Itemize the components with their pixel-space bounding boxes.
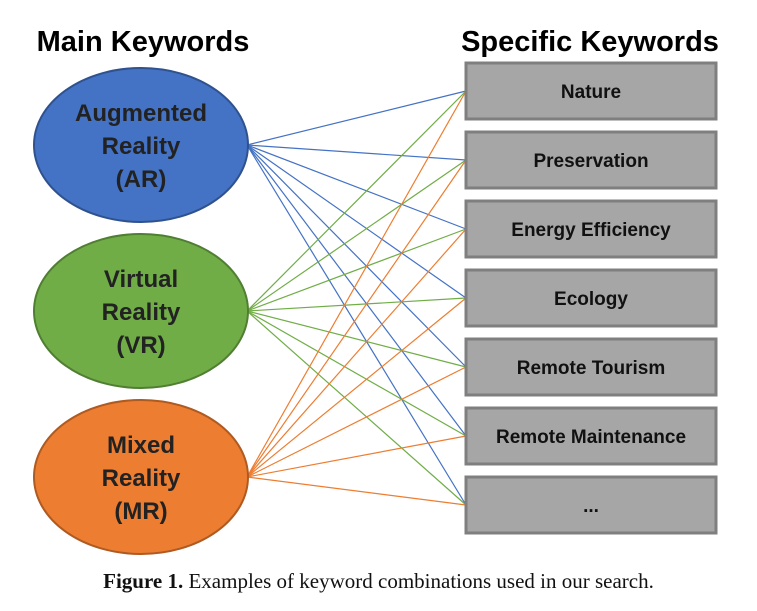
oval-label-mr-2: Reality [102,465,181,492]
connector-lines [246,90,467,506]
keyword-label-5: Remote Tourism [517,358,666,379]
oval-shape-ar [33,67,249,223]
keyword-box-shape-3 [464,199,718,259]
keyword-label-3: Energy Efficiency [511,220,671,241]
keyword-label-1: Nature [561,82,621,103]
main-keyword-ovals: AugmentedReality(AR)VirtualReality(VR)Mi… [33,67,249,555]
oval-label-mr-1: Mixed [107,432,175,459]
keyword-box-7: ... [464,475,718,535]
keyword-box-4: Ecology [464,268,718,328]
connector-vr-3 [246,228,467,312]
connector-ar-5 [246,144,467,368]
connector-vr-1 [246,90,467,312]
connector-vr-5 [246,310,467,368]
connector-mr-3 [246,228,467,478]
keyword-box-shape-5 [464,337,718,397]
keyword-box-2: Preservation [464,130,718,190]
keyword-box-shape-6 [464,406,718,466]
main-keywords-heading: Main Keywords [37,26,250,58]
connector-mr-5 [246,366,467,478]
caption-label: Figure 1. [103,569,184,593]
oval-label-ar-3: (AR) [116,166,167,193]
keyword-label-4: Ecology [554,289,628,310]
keyword-label-7: ... [583,496,599,517]
oval-shape-mr [33,399,249,555]
keyword-label-2: Preservation [533,151,648,172]
connector-ar-2 [246,144,467,161]
connector-vr-7 [246,310,467,506]
connector-ar-3 [246,144,467,230]
keyword-box-shape-4 [464,268,718,328]
connector-vr-6 [246,310,467,437]
connector-ar-7 [246,144,467,506]
connector-mr-7 [246,476,467,506]
connector-ar-4 [246,144,467,299]
connector-mr-2 [246,159,467,478]
figure-caption: Figure 1. Examples of keyword combinatio… [0,569,757,594]
oval-label-vr-1: Virtual [104,266,178,293]
keyword-box-3: Energy Efficiency [464,199,718,259]
keyword-box-5: Remote Tourism [464,337,718,397]
oval-label-vr-3: (VR) [116,332,165,359]
keyword-box-6: Remote Maintenance [464,406,718,466]
oval-label-mr-3: (MR) [114,498,167,525]
keyword-box-1: Nature [464,61,718,121]
keyword-box-shape-1 [464,61,718,121]
connector-mr-1 [246,90,467,478]
connector-ar-6 [246,144,467,437]
connector-vr-2 [246,159,467,312]
oval-shape-vr [33,233,249,389]
connector-ar-1 [246,90,467,146]
oval-label-vr-2: Reality [102,299,181,326]
specific-keywords-heading: Specific Keywords [461,26,719,58]
connector-mr-4 [246,297,467,478]
keyword-label-6: Remote Maintenance [496,427,686,448]
oval-label-ar-1: Augmented [75,100,207,127]
keyword-box-shape-7 [464,475,718,535]
connector-vr-4 [246,297,467,312]
oval-label-ar-2: Reality [102,133,181,160]
connector-mr-6 [246,435,467,478]
caption-text: Examples of keyword combinations used in… [183,569,654,593]
keyword-box-shape-2 [464,130,718,190]
